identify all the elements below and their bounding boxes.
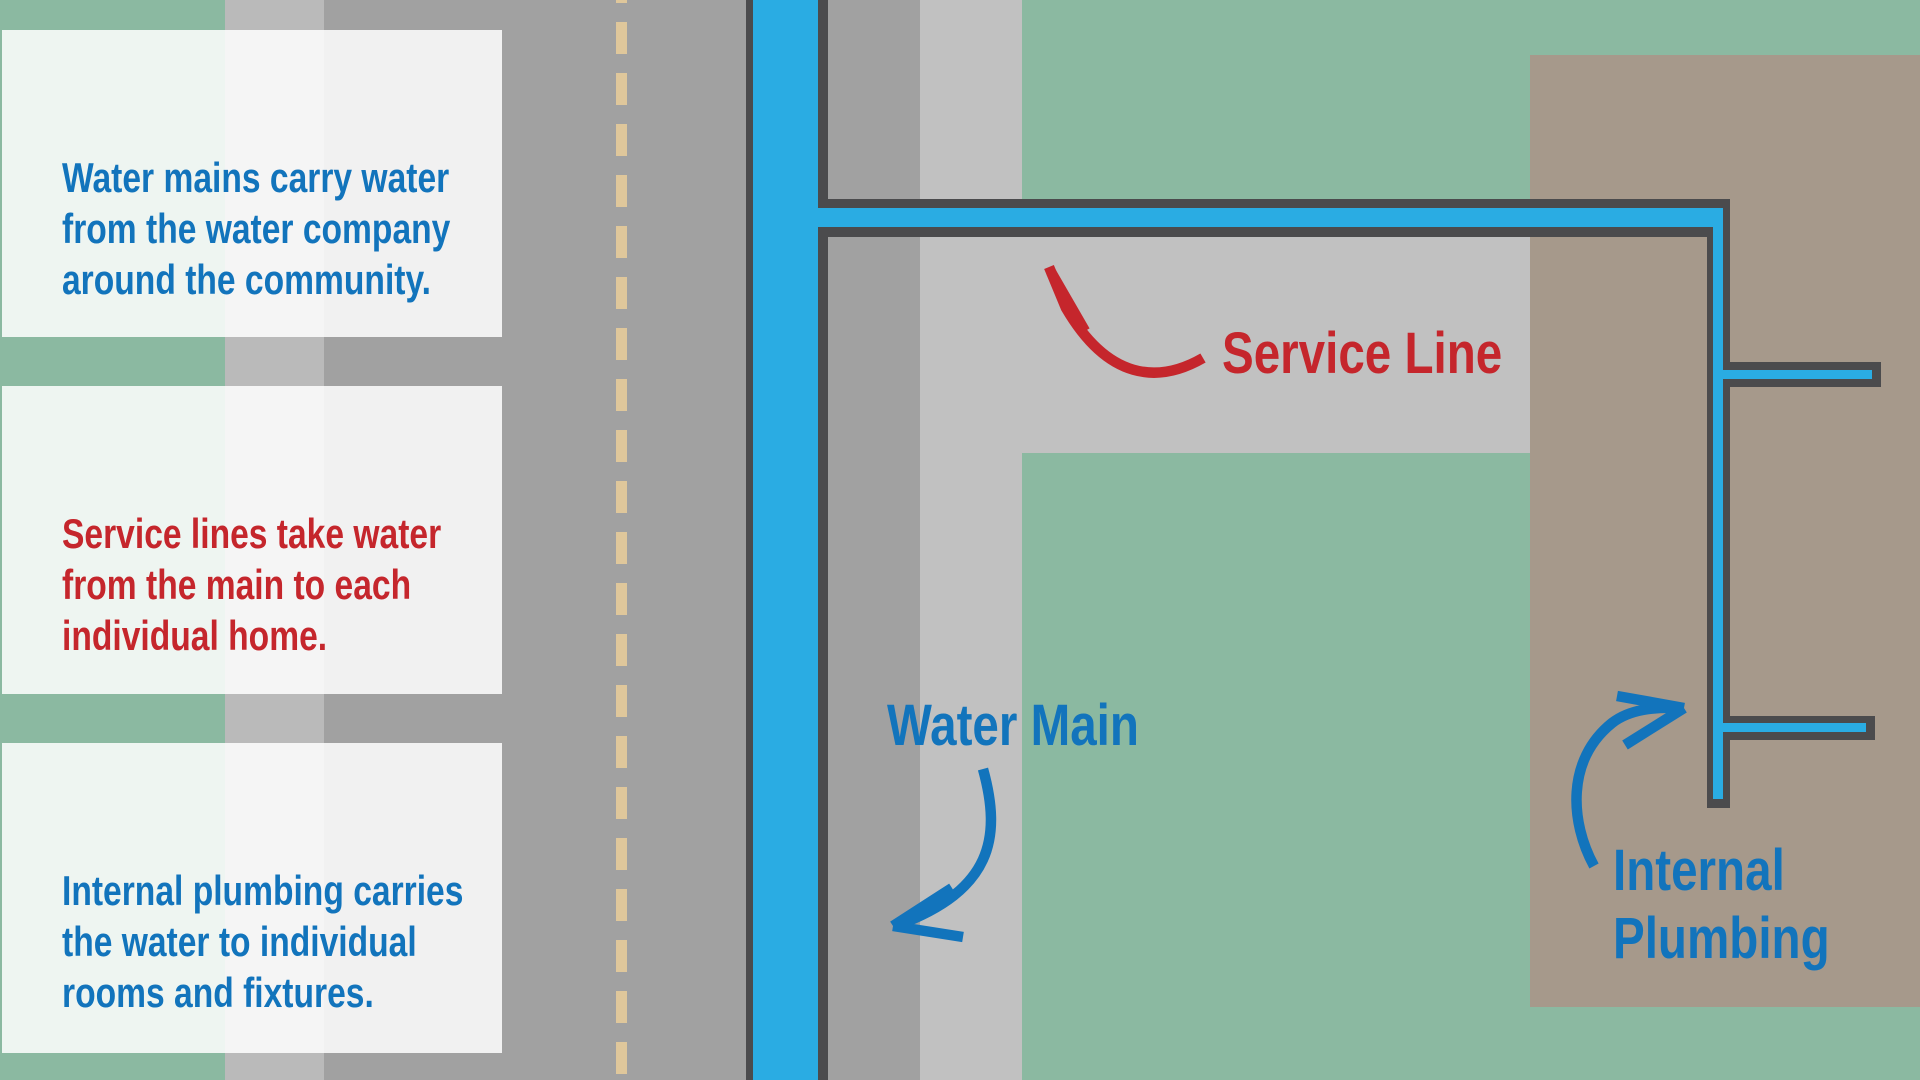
info-box-internal-plumbing-text: Internal plumbing carries the water to i… — [62, 867, 464, 1016]
water-main-arrow-icon — [890, 767, 997, 943]
info-box-service-lines: Service lines take water from the main t… — [2, 386, 502, 694]
internal-plumbing-riser-pipe — [1713, 227, 1723, 799]
internal-plumbing-label: Internal Plumbing — [1613, 838, 1830, 971]
internal-plumbing-branch2-pipe — [1723, 723, 1866, 732]
water-main-label: Water Main — [887, 693, 1139, 758]
info-box-internal-plumbing: Internal plumbing carries the water to i… — [2, 743, 502, 1053]
service-line-arrow-icon — [1044, 264, 1206, 378]
service-line-label: Service Line — [1222, 321, 1503, 386]
water-main-pipe — [753, 0, 818, 1080]
info-box-service-lines-text: Service lines take water from the main t… — [62, 510, 442, 659]
driveway — [1022, 237, 1530, 453]
service-line-pipe — [818, 208, 1723, 227]
internal-plumbing-branch1-pipe — [1723, 370, 1872, 379]
info-box-water-mains: Water mains carry water from the water c… — [2, 30, 502, 337]
info-box-water-mains-text: Water mains carry water from the water c… — [62, 154, 451, 303]
internal-plumbing-arrow-icon — [1571, 690, 1687, 869]
